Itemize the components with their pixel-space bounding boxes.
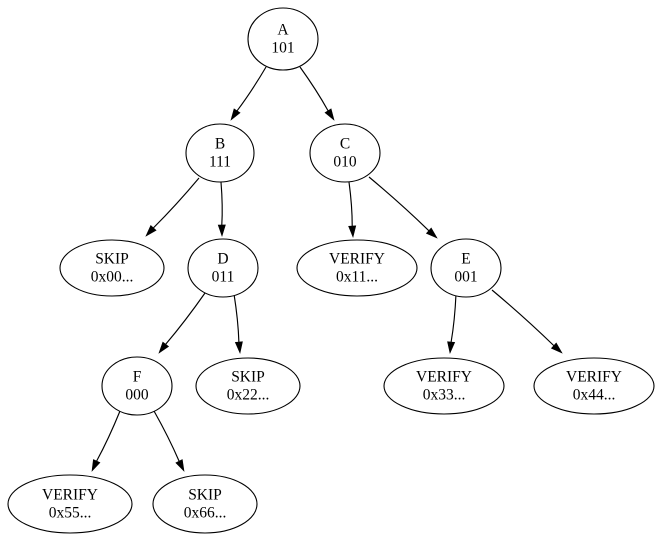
edges-layer — [91, 66, 563, 472]
edge-line — [153, 410, 180, 462]
node-shape[interactable] — [7, 474, 133, 534]
edge-line — [165, 292, 206, 345]
node-label-primary: VERIFY — [416, 369, 472, 386]
edge-f-to-skip6 — [153, 410, 185, 472]
node-label-secondary: 111 — [209, 154, 231, 171]
node-skip6[interactable]: SKIP0x66... — [152, 474, 258, 534]
node-verify4[interactable]: VERIFY0x44... — [533, 357, 655, 415]
node-shape[interactable] — [309, 123, 381, 183]
edge-line — [491, 289, 555, 347]
node-label-secondary: 0x22... — [227, 387, 270, 404]
node-label-secondary: 011 — [212, 269, 235, 286]
node-label-primary: SKIP — [188, 487, 222, 504]
edge-line — [153, 177, 200, 229]
edge-arrowhead — [91, 459, 101, 472]
node-label-primary: D — [217, 251, 228, 268]
node-label-primary: VERIFY — [329, 251, 385, 268]
edge-line — [233, 293, 240, 343]
edge-arrowhead — [550, 342, 563, 354]
node-label-primary: SKIP — [231, 369, 265, 386]
node-label-secondary: 0x66... — [184, 505, 227, 522]
edge-arrowhead — [158, 341, 170, 354]
node-label-primary: C — [340, 136, 350, 153]
node-label-primary: A — [277, 22, 289, 39]
node-shape[interactable] — [152, 474, 258, 534]
edge-line — [220, 181, 223, 226]
edge-d-to-skip2 — [233, 293, 243, 354]
node-shape[interactable] — [383, 357, 505, 415]
node-label-primary: VERIFY — [42, 487, 98, 504]
node-label-secondary: 101 — [271, 40, 294, 57]
edge-arrowhead — [324, 108, 335, 121]
node-label-secondary: 0x11... — [336, 269, 378, 286]
edge-arrowhead — [217, 224, 226, 237]
node-label-primary: SKIP — [95, 251, 129, 268]
node-label-secondary: 0x33... — [423, 387, 466, 404]
edge-line — [236, 66, 267, 112]
edge-f-to-verify5 — [91, 410, 121, 472]
edge-c-to-verify1 — [348, 181, 357, 238]
node-shape[interactable] — [101, 356, 173, 416]
node-skip0[interactable]: SKIP0x00... — [59, 239, 165, 297]
node-shape[interactable] — [296, 239, 418, 297]
node-label-secondary: 0x00... — [91, 269, 134, 286]
edge-line — [368, 176, 430, 232]
node-label-primary: VERIFY — [566, 369, 622, 386]
node-label-secondary: 010 — [333, 154, 357, 171]
edge-b-to-skip0 — [145, 177, 200, 237]
node-shape[interactable] — [430, 238, 502, 298]
node-verify1[interactable]: VERIFY0x11... — [296, 239, 418, 297]
edge-arrowhead — [425, 227, 438, 239]
edge-e-to-verify4 — [491, 289, 563, 354]
edge-a-to-b — [230, 66, 267, 121]
edge-arrowhead — [447, 341, 456, 354]
node-shape[interactable] — [195, 357, 301, 415]
node-label-primary: F — [133, 369, 142, 386]
node-shape[interactable] — [533, 357, 655, 415]
node-label-primary: E — [461, 251, 470, 268]
edge-arrowhead — [175, 459, 185, 472]
edge-arrowhead — [145, 224, 157, 237]
edge-line — [348, 181, 353, 227]
node-skip2[interactable]: SKIP0x22... — [195, 357, 301, 415]
edge-b-to-d — [217, 181, 226, 237]
node-shape[interactable] — [247, 7, 319, 71]
nodes-layer: A101B111C010SKIP0x00...D011VERIFY0x11...… — [7, 7, 655, 534]
edge-a-to-c — [299, 66, 335, 121]
edge-arrowhead — [230, 108, 241, 121]
node-label-secondary: 0x55... — [49, 505, 92, 522]
node-label-secondary: 0x44... — [573, 387, 616, 404]
node-label-primary: B — [215, 136, 225, 153]
node-shape[interactable] — [185, 123, 255, 183]
edge-e-to-verify3 — [447, 293, 457, 354]
node-label-secondary: 001 — [454, 269, 477, 286]
node-verify3[interactable]: VERIFY0x33... — [383, 357, 505, 415]
edge-line — [96, 410, 121, 462]
edge-arrowhead — [348, 225, 357, 238]
node-shape[interactable] — [59, 239, 165, 297]
edge-line — [299, 66, 329, 112]
edge-c-to-e — [368, 176, 438, 239]
edge-arrowhead — [234, 341, 243, 354]
edge-d-to-f — [158, 292, 206, 354]
node-verify5[interactable]: VERIFY0x55... — [7, 474, 133, 534]
edge-line — [450, 293, 457, 343]
node-label-secondary: 000 — [125, 387, 149, 404]
node-shape[interactable] — [187, 238, 259, 298]
